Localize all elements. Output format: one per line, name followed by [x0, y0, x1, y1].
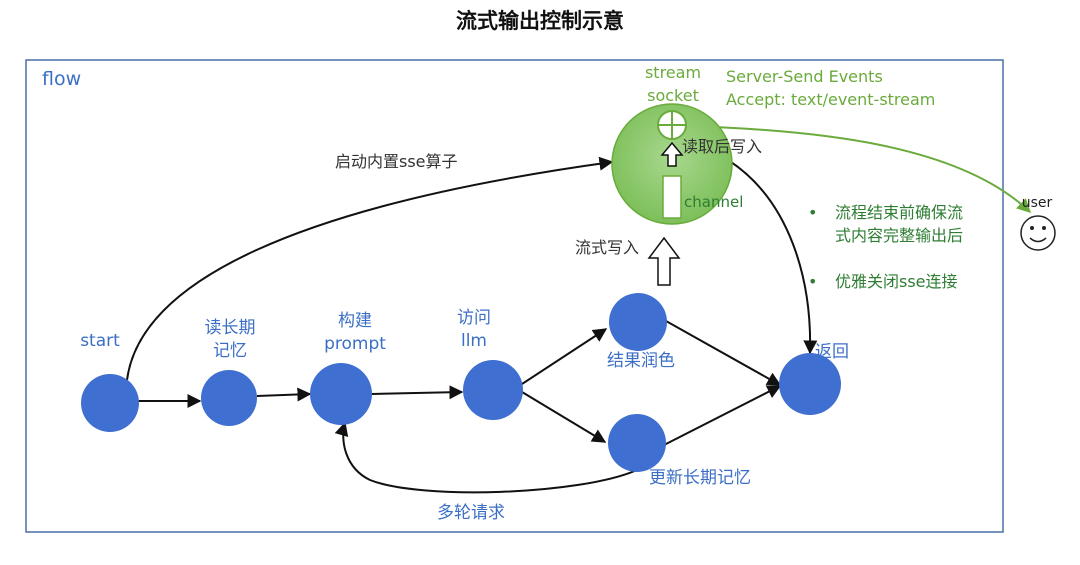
node-polish-label: 结果润色	[607, 351, 675, 371]
sse-info-line1: Server-Send Events	[726, 67, 883, 86]
node-read-memory	[201, 370, 257, 426]
read-then-write-label: 读取后写入	[682, 137, 762, 156]
user-label: user	[1022, 195, 1053, 211]
node-build-prompt-label-2: prompt	[324, 334, 386, 354]
edge-read-memory-build-prompt	[256, 387, 312, 402]
node-return	[779, 353, 841, 415]
edge-build-prompt-visit-llm	[371, 385, 464, 400]
node-update-memory	[608, 414, 666, 472]
edge-visit-llm-update-memory	[521, 391, 607, 443]
sse-info-line2: Accept: text/event-stream	[726, 90, 935, 109]
node-read-memory-label-2: 记忆	[213, 341, 247, 361]
multi-turn-label: 多轮请求	[437, 503, 505, 523]
channel-label: channel	[684, 193, 743, 211]
read-write-arrow-icon	[660, 141, 684, 167]
channel-icon	[662, 175, 682, 219]
note-bullet-2: •	[808, 272, 817, 291]
start-sse-label: 启动内置sse算子	[335, 152, 458, 171]
edge-visit-llm-polish	[521, 328, 608, 385]
node-build-prompt	[310, 363, 372, 425]
flow-frame	[25, 59, 1004, 533]
edge-start-sse	[126, 156, 614, 381]
smiley-face-icon	[1020, 215, 1056, 251]
edge-socket-user	[686, 125, 1032, 213]
stream-write-label: 流式写入	[575, 238, 639, 257]
node-polish	[609, 293, 667, 351]
node-visit-llm-label-2: llm	[461, 331, 487, 351]
diagram-title: 流式输出控制示意	[456, 9, 624, 33]
note-1-line1: 流程结束前确保流	[835, 203, 963, 222]
node-return-label: 返回	[815, 342, 849, 362]
node-read-memory-label-1: 读长期	[205, 318, 256, 338]
node-visit-llm-label-1: 访问	[457, 308, 491, 328]
note-bullet-1: •	[808, 203, 817, 222]
stream-label-line1: stream	[645, 63, 701, 82]
node-update-memory-label: 更新长期记忆	[649, 468, 751, 488]
note-1-line2: 式内容完整输出后	[835, 226, 963, 245]
edge-update-memory-return	[663, 385, 782, 446]
edge-multi-turn-loop	[334, 421, 638, 494]
stream-label-line2: socket	[647, 86, 699, 105]
node-visit-llm	[463, 360, 523, 420]
node-build-prompt-label-1: 构建	[338, 311, 372, 331]
stream-write-arrow-icon	[647, 236, 681, 286]
edge-polish-return	[665, 320, 782, 386]
node-start	[81, 374, 139, 432]
note-2-line1: 优雅关闭sse连接	[835, 272, 958, 291]
frame-label: flow	[42, 68, 81, 90]
edge-sse-return	[727, 159, 818, 355]
node-start-label: start	[80, 331, 120, 351]
